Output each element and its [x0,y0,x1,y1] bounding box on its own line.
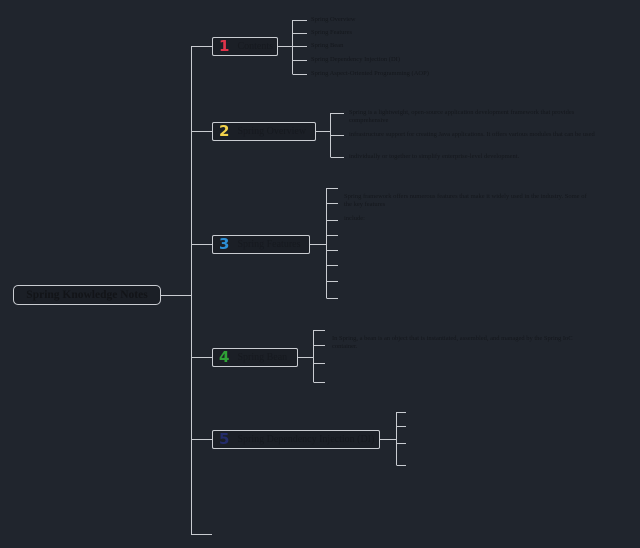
topic-node-spring-overview[interactable]: 2 Spring Overview [212,122,316,141]
leaf-item[interactable]: In Spring, a bean is an object that is i… [332,335,573,350]
root-title: Spring Knowledge Notes [26,289,148,301]
root-node[interactable]: Spring Knowledge Notes [13,285,161,305]
leaf-item[interactable]: Spring Aspect-Oriented Programming (AOP) [311,70,429,77]
topic-node-spring-features[interactable]: 3 Spring Features [212,235,310,254]
leaf-item[interactable]: Spring Bean [311,42,344,49]
leaf-item[interactable]: infrastructure support for creating Java… [349,131,595,138]
leaf-item[interactable]: Spring Dependency Injection (DI) [311,56,400,63]
topic-node-spring-bean[interactable]: 4 Spring Bean [212,348,298,367]
topic-label: Spring Features [237,239,301,250]
topic-number: 2 [219,122,230,140]
leaf-item[interactable]: Spring framework offers numerous feature… [344,193,587,208]
topic-node-spring-di[interactable]: 5 Spring Dependency Injection (DI) [212,430,380,449]
topic-number: 5 [219,430,230,448]
topic-label: Contents [237,41,273,52]
leaf-item[interactable]: Spring Overview [311,16,356,23]
topic-label: Spring Dependency Injection (DI) [237,434,375,445]
topic-label: Spring Overview [237,126,307,137]
leaf-item[interactable]: include: [344,215,365,222]
topic-number: 1 [219,37,230,55]
leaf-item[interactable]: individually or together to simplify ent… [349,153,520,160]
topic-label: Spring Bean [237,352,288,363]
topic-number: 4 [219,348,230,366]
leaf-item[interactable]: Spring Features [311,29,352,36]
topic-node-contents[interactable]: 1 Contents [212,37,278,56]
leaf-item[interactable]: Spring is a lightweight, open-source app… [349,109,575,124]
topic-number: 3 [219,235,230,253]
